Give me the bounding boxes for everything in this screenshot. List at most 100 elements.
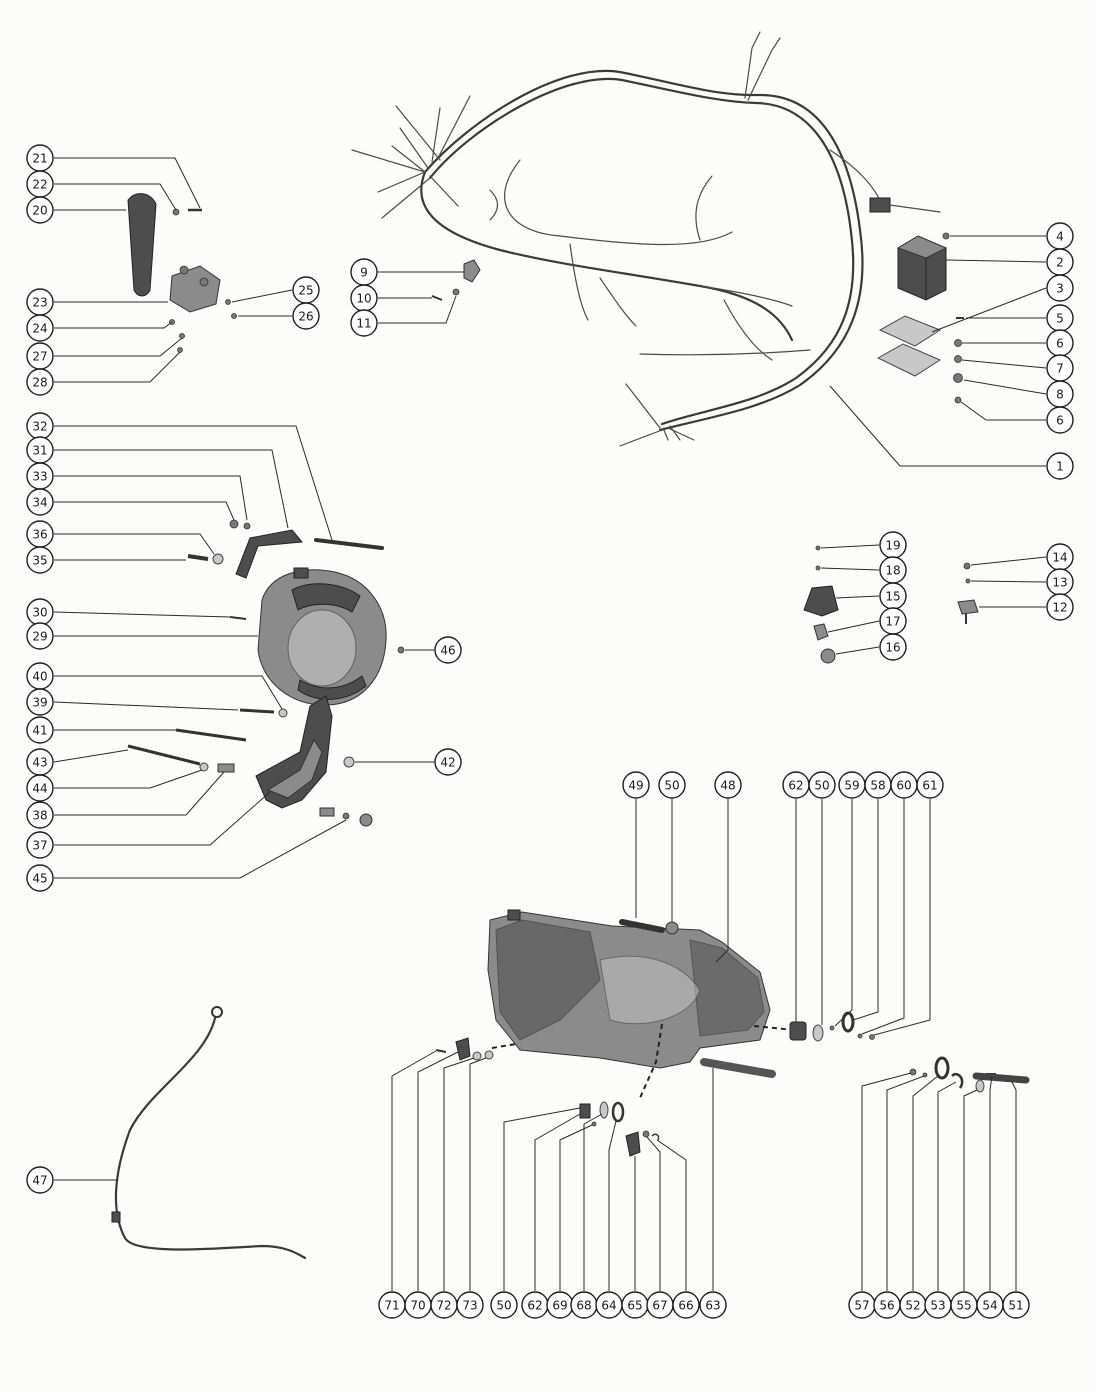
callout-number: 54 [982,1299,997,1313]
callout-number: 45 [32,872,47,886]
callout-circle [490,1291,518,1319]
leader-line-2 [945,259,1047,263]
callout-number: 19 [885,539,900,553]
leader-line-57 [861,1072,912,1291]
callout-number: 59 [844,779,859,793]
leader-line-73 [469,1057,487,1291]
clip-screws [431,288,460,301]
solenoid-end-parts [909,1056,1030,1093]
callout-number: 10 [356,292,371,306]
leader-lines [53,157,1047,1291]
starter-shaft [700,1058,776,1078]
leader-line-25 [231,289,293,303]
leader-line-45 [54,819,347,879]
leader-line-48 [715,799,729,963]
leader-line-37 [54,791,271,846]
leader-line-43 [53,749,129,763]
adjusting-rod [314,538,384,550]
callout-number: 18 [885,564,900,578]
leader-line-19 [820,544,880,549]
callout-number: 32 [32,420,47,434]
callout-number: 6 [1056,337,1064,351]
leader-line-30 [53,611,231,618]
callout-69: 69 [546,1291,574,1319]
callout-number: 24 [32,322,47,336]
callout-labels: 2122202324272825263231333436353029464039… [26,144,1074,1319]
callout-number: 51 [1008,1299,1023,1313]
callout-8: 8 [1046,380,1074,408]
leader-line-59 [834,799,853,1027]
callout-circle [808,771,836,799]
temperature-sender [957,562,979,624]
callout-71: 71 [378,1291,406,1319]
callout-number: 53 [930,1299,945,1313]
leader-line-58 [852,799,879,1021]
callout-33: 33 [26,462,54,490]
callout-circle [26,801,54,829]
callout-26: 26 [292,302,320,330]
callout-9: 9 [350,258,378,286]
callout-number: 16 [885,641,900,655]
callout-5: 5 [1046,304,1074,332]
leader-line-18 [820,567,880,571]
alternator [257,567,387,706]
callout-41: 41 [26,716,54,744]
voltage-regulator [896,235,948,301]
callout-number: 69 [552,1299,567,1313]
callout-60: 60 [890,771,918,799]
callout-number: 56 [879,1299,894,1313]
starter-motor [487,909,771,1069]
leader-line-7 [961,359,1047,369]
callout-number: 38 [32,809,47,823]
leader-line-3 [931,287,1047,333]
callout-13: 13 [1046,568,1074,596]
callout-circle [26,546,54,574]
callout-number: 26 [298,310,313,324]
callout-number: 39 [32,696,47,710]
callout-47: 47 [26,1166,54,1194]
callout-circle [434,636,462,664]
leader-line-17 [827,620,880,633]
callout-number: 27 [32,350,47,364]
leader-line-11 [378,295,457,324]
callout-38: 38 [26,801,54,829]
callout-number: 50 [814,779,829,793]
callout-number: 46 [440,644,455,658]
callout-number: 33 [32,470,47,484]
leader-line-39 [53,701,239,711]
callout-circle [1046,452,1074,480]
callout-number: 28 [32,376,47,390]
callout-45: 45 [26,864,54,892]
callout-49: 49 [622,771,650,799]
leader-line-71 [391,1050,437,1291]
callout-circle [1046,593,1074,621]
callout-number: 11 [356,317,371,331]
callout-number: 37 [32,839,47,853]
callout-number: 21 [32,152,47,166]
callout-1: 1 [1046,452,1074,480]
callout-number: 23 [32,296,47,310]
leader-line-33 [54,475,248,521]
callout-50: 50 [490,1291,518,1319]
callout-17: 17 [879,607,907,635]
leader-line-24 [54,321,173,329]
callout-37: 37 [26,831,54,859]
callout-66: 66 [672,1291,700,1319]
callout-51: 51 [1002,1291,1030,1319]
callout-number: 7 [1056,362,1064,376]
leader-line-52 [912,1075,939,1291]
leader-line-72 [443,1057,475,1291]
callout-circle [1046,274,1074,302]
callout-21: 21 [26,144,54,172]
callout-44: 44 [26,774,54,802]
callout-50: 50 [658,771,686,799]
callout-number: 30 [32,606,47,620]
commutator-end-parts [435,1023,663,1157]
solenoid-bracket [127,193,157,297]
callout-61: 61 [916,771,944,799]
callout-number: 65 [627,1299,642,1313]
leader-line-6 [960,401,1046,421]
callout-number: 25 [298,284,313,298]
callout-number: 15 [885,590,900,604]
